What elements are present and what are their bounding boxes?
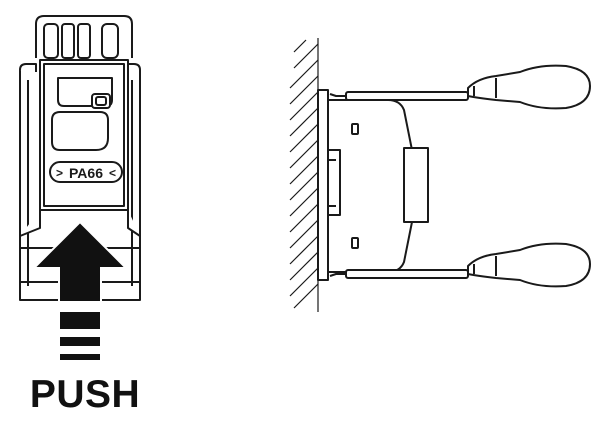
push-arrow-icon <box>31 220 129 360</box>
clip-marking-left: > <box>56 166 63 180</box>
clip-marking-right: < <box>109 166 116 180</box>
din-module-icon <box>317 89 429 281</box>
screwdriver-icon <box>329 64 591 110</box>
clip-marking-text: PA66 <box>69 165 103 181</box>
wall-hatch-icon <box>289 38 319 312</box>
screwdriver-icon <box>329 242 591 288</box>
mounting-clip-icon <box>19 15 141 301</box>
push-label: PUSH <box>29 373 141 416</box>
